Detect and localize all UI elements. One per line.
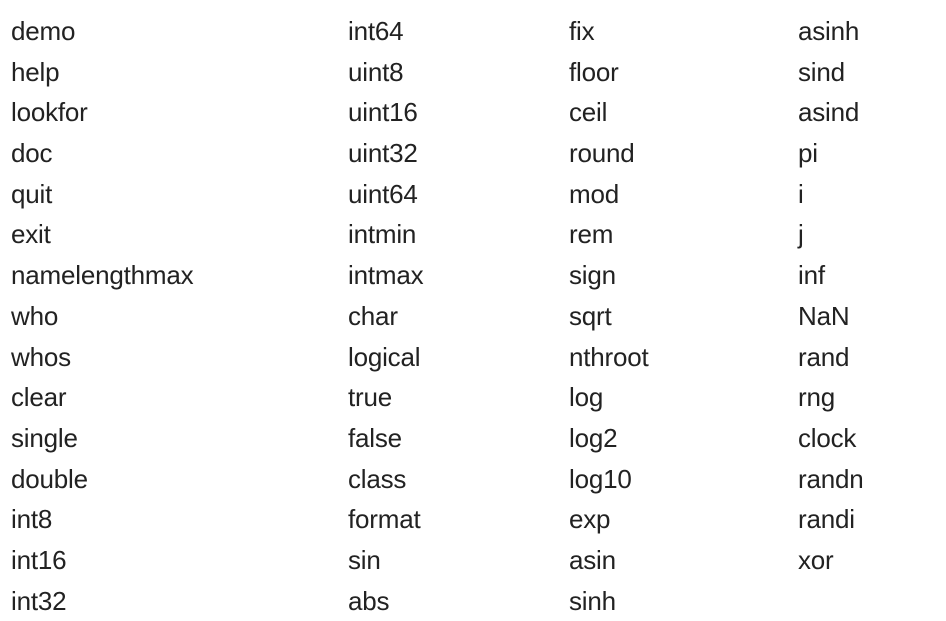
function-name: rand [798,341,850,372]
function-name: int32 [11,585,67,616]
function-name: clear [11,382,67,413]
function-name: sign [569,260,616,291]
function-name: int8 [11,504,53,535]
function-name: logical [348,341,421,372]
function-name: ceil [569,97,608,128]
function-name: j [798,219,804,250]
function-name: intmin [348,219,417,250]
function-name: intmax [348,260,424,291]
function-name: asin [569,544,616,575]
function-name: format [348,504,421,535]
function-name: clock [798,422,857,453]
function-name: nthroot [569,341,649,372]
function-name: int64 [348,16,404,46]
function-name: randi [798,504,855,535]
function-name: who [11,300,59,331]
function-name: uint32 [348,138,418,169]
function-list-column-4: asinh sind asind pi i j inf NaN rand rng… [798,11,864,581]
function-name: demo [11,16,76,46]
function-name: i [798,178,804,209]
function-name: pi [798,138,818,169]
function-name: rng [798,382,835,413]
function-name: log2 [569,422,618,453]
function-name: sind [798,56,845,87]
function-name: NaN [798,300,850,331]
function-name: log10 [569,463,632,494]
function-name: false [348,422,402,453]
function-list-column-1: demo help lookfor doc quit exit nameleng… [11,11,194,621]
function-list-column-2: int64 uint8 uint16 uint32 uint64 intmin … [348,11,424,621]
function-name: lookfor [11,97,88,128]
function-name: asind [798,97,860,128]
function-name: doc [11,138,53,169]
function-name: floor [569,56,619,87]
function-name: help [11,56,60,87]
function-name: quit [11,178,53,209]
function-name: exp [569,504,611,535]
function-name: sinh [569,585,616,616]
function-name: single [11,422,78,453]
function-name: whos [11,341,71,372]
function-name: round [569,138,635,169]
function-name: int16 [11,544,67,575]
function-name: inf [798,260,825,291]
function-name: rem [569,219,614,250]
function-name: xor [798,544,834,575]
function-name: uint8 [348,56,404,87]
function-name: log [569,382,604,413]
function-name: asinh [798,16,860,46]
function-name: uint16 [348,97,418,128]
function-name: exit [11,219,51,250]
function-name: fix [569,16,595,46]
function-name: class [348,463,407,494]
function-name: namelengthmax [11,260,194,291]
function-name: sin [348,544,381,575]
function-name: char [348,300,398,331]
function-name: double [11,463,88,494]
function-name: mod [569,178,619,209]
function-name: true [348,382,393,413]
function-name: uint64 [348,178,418,209]
function-name: sqrt [569,300,612,331]
function-name: abs [348,585,390,616]
function-list-column-3: fix floor ceil round mod rem sign sqrt n… [569,11,649,621]
function-name: randn [798,463,864,494]
